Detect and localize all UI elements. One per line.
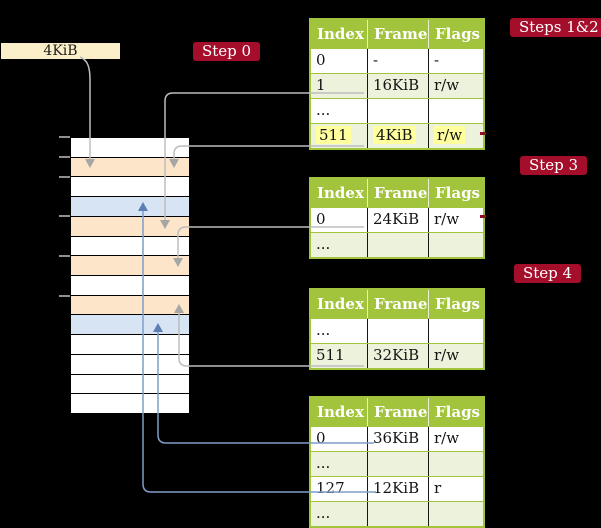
table-row: ... (311, 318, 483, 343)
column-header: Flags (435, 403, 480, 421)
page-size-box: 4KiB (1, 43, 120, 59)
table-row: ... (311, 98, 483, 123)
memory-frame-row (71, 256, 189, 276)
column-header: Index (311, 179, 368, 207)
address-tick (59, 215, 70, 217)
table-header-row: Index Frame Flags (311, 179, 483, 207)
page-table-steps-1-2: Index Frame Flags 0 - - 1 16KiB r/w ... … (309, 18, 485, 150)
address-tick (59, 176, 70, 178)
memory-frame-row (71, 315, 189, 335)
memory-frame-row (71, 157, 189, 177)
highlighted-value: 4KiB (373, 126, 416, 144)
table-row: 1 16KiB r/w (311, 73, 483, 98)
row-marker-dash (480, 215, 486, 218)
column-header: Frame (368, 20, 429, 48)
table-row: 127 12KiB r (311, 476, 483, 501)
column-header: Flags (435, 295, 480, 313)
highlighted-value: 511 (316, 126, 351, 144)
address-tick (59, 136, 70, 138)
step-0-badge: Step 0 (193, 42, 261, 61)
table-row: 0 24KiB r/w (311, 207, 483, 232)
column-header: Frame (368, 290, 429, 318)
table-row: 0 - - (311, 48, 483, 73)
column-header: Frame (368, 179, 429, 207)
column-header: Index (311, 290, 368, 318)
table-row: ... (311, 451, 483, 476)
page-table-step-3: Index Frame Flags 0 24KiB r/w ... (309, 177, 485, 259)
column-header: Frame (368, 398, 429, 426)
address-tick (59, 255, 70, 257)
memory-frame-row (71, 335, 189, 354)
table-row: 0 36KiB r/w (311, 426, 483, 451)
address-tick (59, 295, 70, 297)
steps-1-2-badge: Steps 1&2 (510, 18, 601, 37)
table-row: ... (311, 232, 483, 257)
column-header: Flags (435, 184, 480, 202)
table-header-row: Index Frame Flags (311, 290, 483, 318)
memory-frame-row (71, 276, 189, 295)
memory-frame-row (71, 295, 189, 315)
leaf-page-table: Index Frame Flags 0 36KiB r/w ... 127 12… (309, 396, 485, 528)
memory-frame-row (71, 394, 189, 414)
column-header: Index (311, 398, 368, 426)
row-marker-dash (480, 132, 486, 135)
step-4-badge: Step 4 (514, 264, 582, 283)
highlighted-value: r/w (434, 126, 466, 144)
step-3-badge: Step 3 (520, 156, 588, 175)
column-header: Index (311, 20, 368, 48)
page-table-step-4: Index Frame Flags ... 511 32KiB r/w (309, 288, 485, 370)
table-header-row: Index Frame Flags (311, 398, 483, 426)
memory-frame-row (71, 138, 189, 157)
table-header-row: Index Frame Flags (311, 20, 483, 48)
memory-frame-row (71, 354, 189, 374)
memory-frame-row (71, 177, 189, 197)
column-header: Flags (435, 25, 480, 43)
address-tick (59, 156, 70, 158)
memory-frame-row (71, 374, 189, 394)
memory-frame-row (71, 236, 189, 256)
physical-memory-strip (70, 137, 190, 414)
table-row: 511 32KiB r/w (311, 343, 483, 368)
memory-frame-row (71, 197, 189, 216)
memory-frame-row (71, 216, 189, 236)
table-row-highlighted: 511 4KiB r/w (311, 123, 483, 148)
table-row: ... (311, 501, 483, 526)
